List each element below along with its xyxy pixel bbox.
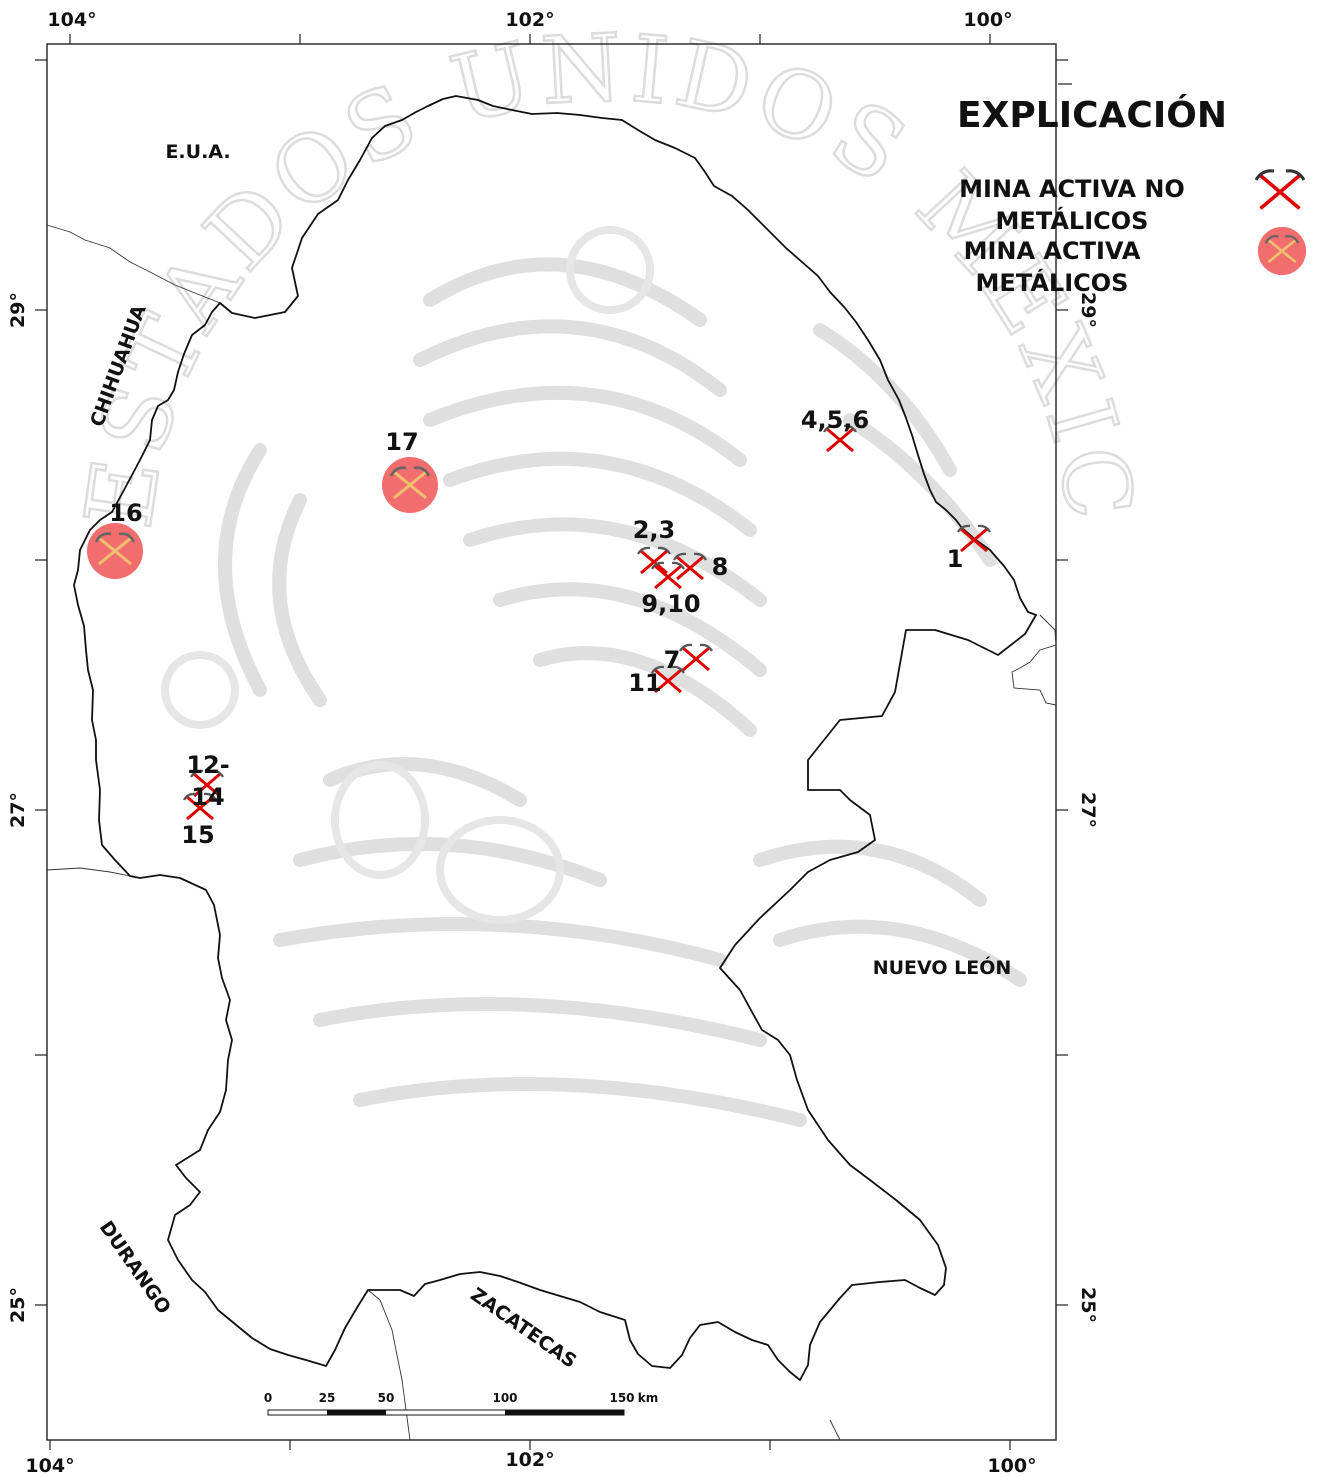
- map-frame: [35, 34, 1068, 1450]
- mine-16-metallic-icon: [85, 521, 145, 581]
- mine-label-17: 17: [385, 428, 418, 456]
- legend-non-metallic-line1: MINA ACTIVA NO: [959, 175, 1185, 203]
- right-lat-27: 27°: [1077, 792, 1099, 828]
- legend-non-metallic-line2: METÁLICOS: [996, 206, 1149, 235]
- mine-label-4-5-6: 4,5,6: [801, 406, 869, 434]
- mine-7-pick-icon: [678, 643, 714, 672]
- mine-label-11: 11: [628, 669, 661, 697]
- right-lat-29: 29°: [1077, 292, 1099, 328]
- coordinate-labels: 104° 102° 100° 104° 102° 100° 29° 27° 25…: [7, 9, 1099, 1477]
- mine-17-metallic-icon: [380, 455, 440, 515]
- scale-bar: 0 25 50 100 150 km: [264, 1391, 658, 1416]
- mine-number-labels: 1 2,3 4,5,6 7 8 9,10 11 12- 14 15 16 17: [109, 406, 963, 849]
- scale-tick-100: 100: [492, 1391, 517, 1405]
- mine-2-pick-icon: [636, 546, 672, 575]
- neighbor-borders: [46, 224, 1057, 1441]
- legend-metallic-icon: [1256, 225, 1308, 277]
- legend-title: EXPLICACIÓN: [957, 94, 1227, 136]
- mine-label-1: 1: [947, 545, 964, 573]
- mine-label-8: 8: [712, 553, 729, 581]
- national-seal-watermark: ESTADOS UNIDOS MEXICANOS: [0, 0, 1150, 1127]
- bottom-lon-102: 102°: [505, 1449, 554, 1471]
- top-lon-104: 104°: [47, 9, 96, 31]
- usa-label: E.U.A.: [165, 141, 230, 163]
- top-lon-102: 102°: [505, 9, 554, 31]
- mine-label-7: 7: [664, 646, 681, 674]
- bottom-lon-104: 104°: [25, 1455, 74, 1477]
- non-metallic-mines: [182, 424, 992, 821]
- legend-metallic-line2: METÁLICOS: [976, 268, 1129, 297]
- mine-label-16: 16: [109, 499, 142, 527]
- mine-label-15: 15: [181, 821, 214, 849]
- right-lat-25: 25°: [1077, 1287, 1099, 1323]
- top-lon-100: 100°: [963, 9, 1012, 31]
- left-lat-25: 25°: [7, 1287, 29, 1323]
- scale-unit: km: [638, 1391, 658, 1405]
- legend: EXPLICACIÓN MINA ACTIVA NO METÁLICOS MIN…: [957, 83, 1308, 297]
- coahuila-state-boundary: [73, 95, 1037, 1381]
- durango-label: DURANGO: [95, 1217, 175, 1318]
- scale-tick-50: 50: [378, 1391, 395, 1405]
- legend-pick-icon: [1254, 169, 1306, 210]
- mine-label-2-3: 2,3: [633, 516, 676, 544]
- bottom-lon-100: 100°: [987, 1455, 1036, 1477]
- left-lat-29: 29°: [7, 292, 29, 328]
- mine-label-12: 12-: [186, 751, 229, 779]
- left-lat-27: 27°: [7, 792, 29, 828]
- scale-tick-0: 0: [264, 1391, 272, 1405]
- mine-label-14: 14: [191, 783, 224, 811]
- scale-tick-25: 25: [319, 1391, 336, 1405]
- scale-tick-150: 150: [609, 1391, 634, 1405]
- legend-metallic-line1: MINA ACTIVA: [964, 237, 1141, 265]
- mine-label-9-10: 9,10: [641, 590, 700, 618]
- nuevo-leon-label: NUEVO LEÓN: [873, 955, 1012, 979]
